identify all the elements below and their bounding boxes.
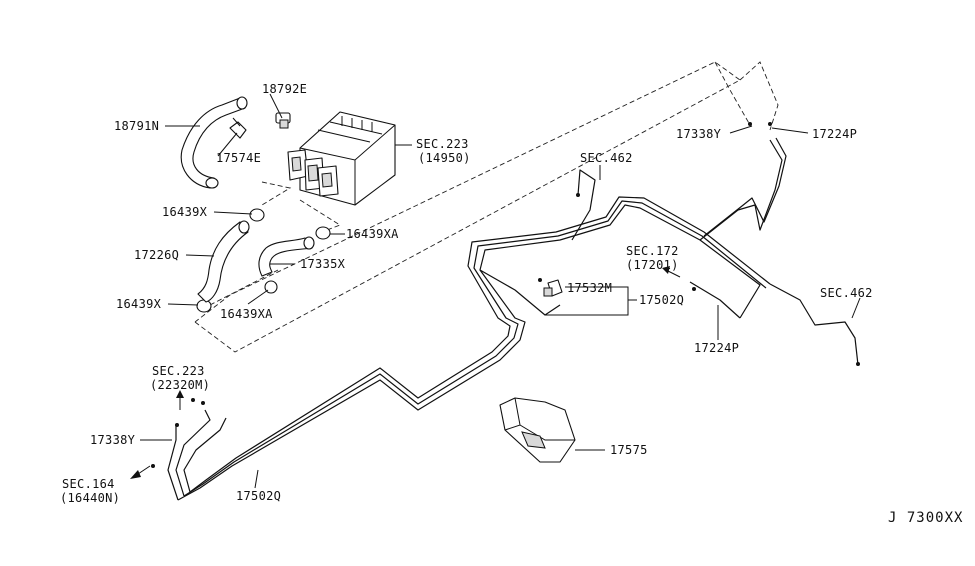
phantom-outline [194, 61, 779, 353]
label-sec172-code: (17201) [626, 258, 679, 272]
label-sec462-top: SEC.462 [580, 151, 633, 165]
label-sec462-right: SEC.462 [820, 286, 873, 300]
label-17338Y-right: 17338Y [676, 127, 722, 141]
label-18792E: 18792E [262, 82, 307, 96]
label-sec223-22320M-code: (22320M) [150, 378, 210, 392]
label-17532M: 17532M [567, 281, 612, 295]
clamps [196, 208, 331, 313]
label-17575: 17575 [610, 443, 648, 457]
label-sec223-22320M: SEC.223 [152, 364, 205, 378]
label-17502Q-right: 17502Q [639, 293, 684, 307]
label-17224P-top: 17224P [812, 127, 857, 141]
label-17502Q-bottom: 17502Q [236, 489, 281, 503]
label-sec172: SEC.172 [626, 244, 679, 258]
label-17335X: 17335X [300, 257, 346, 271]
connector-18792E [275, 112, 291, 129]
label-sec164: SEC.164 [62, 477, 115, 491]
label-16439X-bottom: 16439X [116, 297, 162, 311]
leader-lines [140, 93, 861, 489]
hose-18791N [180, 96, 248, 189]
label-sec164-code: (16440N) [60, 491, 120, 505]
label-18791N: 18791N [114, 119, 159, 133]
label-sec223-14950: SEC.223 [416, 137, 469, 151]
label-17226Q: 17226Q [134, 248, 179, 262]
hose-17335X [258, 236, 315, 277]
label-16439XA-right: 16439XA [346, 227, 399, 241]
label-sec223-14950-code: (14950) [418, 151, 471, 165]
arrows [130, 122, 860, 479]
part-labels: 18792E 18791N 17574E SEC.223 (14950) 164… [60, 82, 963, 526]
fitting-17532M [543, 279, 563, 297]
diagram-code: J 7300XX [888, 510, 963, 526]
tube-bundle-17502Q [167, 137, 859, 501]
fitting-17574E [229, 117, 247, 139]
protector-17575 [499, 397, 576, 463]
label-17224P-bottom: 17224P [694, 341, 739, 355]
label-16439XA-bottom: 16439XA [220, 307, 273, 321]
label-17338Y-left: 17338Y [90, 433, 136, 447]
label-16439X-top: 16439X [162, 205, 208, 219]
canister [287, 111, 396, 206]
label-17574E: 17574E [216, 151, 261, 165]
